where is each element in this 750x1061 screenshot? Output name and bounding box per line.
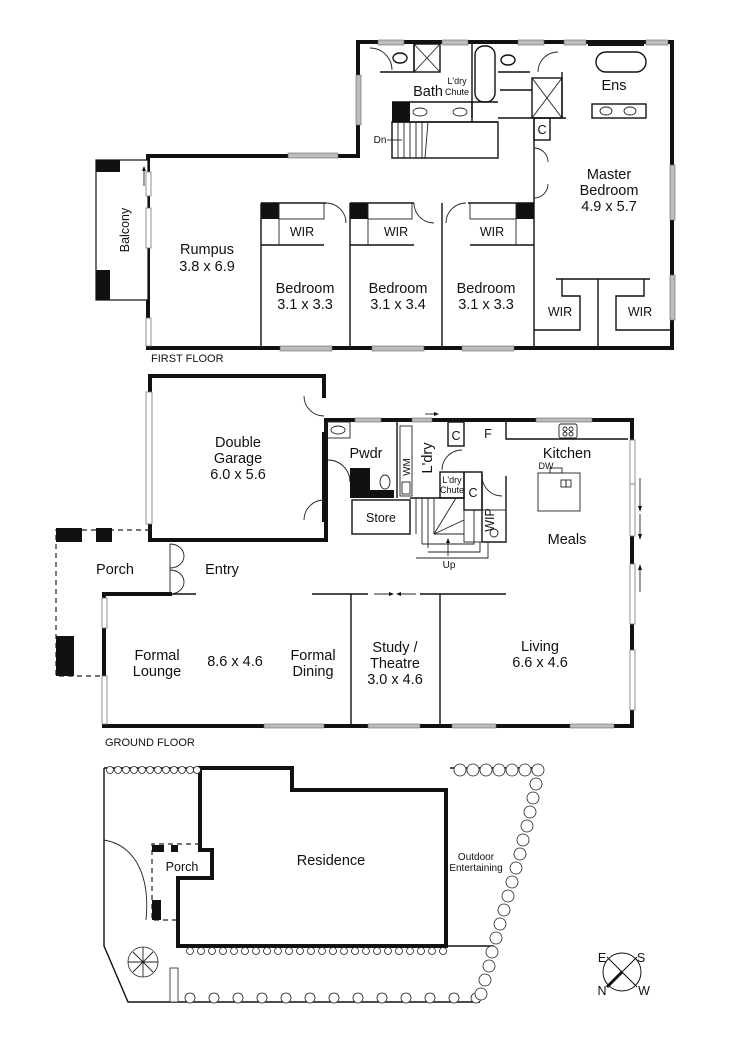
first-floor-outer-wall	[146, 40, 674, 350]
hedge-residence-bottom	[186, 947, 447, 955]
pwdr-label: Pwdr	[349, 446, 382, 462]
garage-size: 6.0 x 5.6	[210, 467, 266, 483]
residence-outline	[176, 766, 448, 948]
compass-west: W	[638, 984, 650, 998]
dw-label: DW	[539, 461, 554, 471]
living-size: 6.6 x 4.6	[512, 655, 568, 671]
study-size: 3.0 x 4.6	[367, 672, 423, 688]
study-label-1: Study /	[372, 640, 418, 656]
bed3-wir-label: WIR	[480, 225, 504, 239]
master-bedroom-size: 4.9 x 5.7	[581, 199, 637, 215]
meals-label: Meals	[548, 532, 587, 548]
tree-icon	[127, 946, 159, 978]
wm-label: WM	[402, 458, 413, 476]
ground-ldry-chute-label-2: Chute	[440, 485, 464, 495]
bed2-wir-label: WIR	[384, 225, 408, 239]
master-wir-right-label: WIR	[628, 305, 652, 319]
kitchen-label: Kitchen	[543, 446, 591, 462]
rumpus-label: Rumpus	[180, 242, 234, 258]
fridge-label: F	[484, 427, 492, 441]
compass-north: N	[597, 984, 606, 998]
bedroom-2-label: Bedroom	[369, 281, 428, 297]
residence-label: Residence	[297, 853, 366, 869]
balcony-label: Balcony	[118, 207, 132, 252]
site-porch-label: Porch	[166, 860, 199, 874]
bath-label: Bath	[413, 84, 443, 100]
outdoor-entertaining-label-2: Entertaining	[449, 863, 502, 874]
ldry-label: L'dry	[420, 442, 436, 474]
first-ldry-chute-label-2: Chute	[445, 87, 469, 97]
study-label-2: Theatre	[370, 656, 420, 672]
entry-label: Entry	[205, 562, 240, 578]
first-ldry-chute-label-1: L'dry	[447, 76, 467, 86]
formal-dining-label-1: Formal	[290, 648, 335, 664]
bed1-wir-label: WIR	[290, 225, 314, 239]
ground-ldry-chute-label-1: L'dry	[442, 475, 462, 485]
formal-lounge-label-1: Formal	[134, 648, 179, 664]
compass-south: S	[637, 951, 645, 965]
lot-boundary	[103, 768, 180, 1003]
lounge-dining-size: 8.6 x 4.6	[207, 654, 263, 670]
store-label: Store	[366, 511, 396, 525]
bedroom-1-size: 3.1 x 3.3	[277, 297, 333, 313]
first-floor-label: FIRST FLOOR	[151, 353, 224, 365]
first-floor: Balcony Bath	[95, 39, 676, 365]
master-bedroom-label-1: Master	[587, 167, 631, 183]
master-wir-left-label: WIR	[548, 305, 572, 319]
bedroom-2-size: 3.1 x 3.4	[370, 297, 426, 313]
garage-wall	[148, 374, 328, 542]
stairs-up-label: Up	[443, 560, 456, 571]
garage-label-1: Double	[215, 435, 261, 451]
garage-label-2: Garage	[214, 451, 262, 467]
stairs-down-label: Dn	[374, 135, 387, 146]
rumpus-size: 3.8 x 6.9	[179, 259, 235, 275]
formal-lounge-label-2: Lounge	[133, 664, 181, 680]
site-plan: Residence Porch Outdoor Entertaining	[103, 763, 650, 1004]
master-bedroom-label-2: Bedroom	[580, 183, 639, 199]
living-label: Living	[521, 639, 559, 655]
wip-label: WIP	[483, 508, 497, 532]
compass-east: E	[598, 951, 606, 965]
porch-label: Porch	[96, 562, 134, 578]
hedge-right-diagonal	[453, 763, 545, 1001]
ground-floor-label: GROUND FLOOR	[105, 737, 195, 749]
ground-floor: Double Garage 6.0 x 5.6 Porch En	[55, 374, 642, 749]
ens-label: Ens	[602, 78, 627, 94]
hedge-top-left	[106, 766, 201, 774]
bedroom-1-label: Bedroom	[276, 281, 335, 297]
ground-cupboard-1-label: C	[451, 429, 460, 443]
first-cupboard-label: C	[537, 123, 546, 137]
compass-icon: E S N W	[597, 951, 650, 998]
bedroom-3-size: 3.1 x 3.3	[458, 297, 514, 313]
bedroom-3-label: Bedroom	[457, 281, 516, 297]
formal-dining-label-2: Dining	[292, 664, 333, 680]
ground-cupboard-2-label: C	[468, 486, 477, 500]
hedge-bottom	[169, 967, 482, 1004]
outdoor-entertaining-label-1: Outdoor	[458, 852, 495, 863]
